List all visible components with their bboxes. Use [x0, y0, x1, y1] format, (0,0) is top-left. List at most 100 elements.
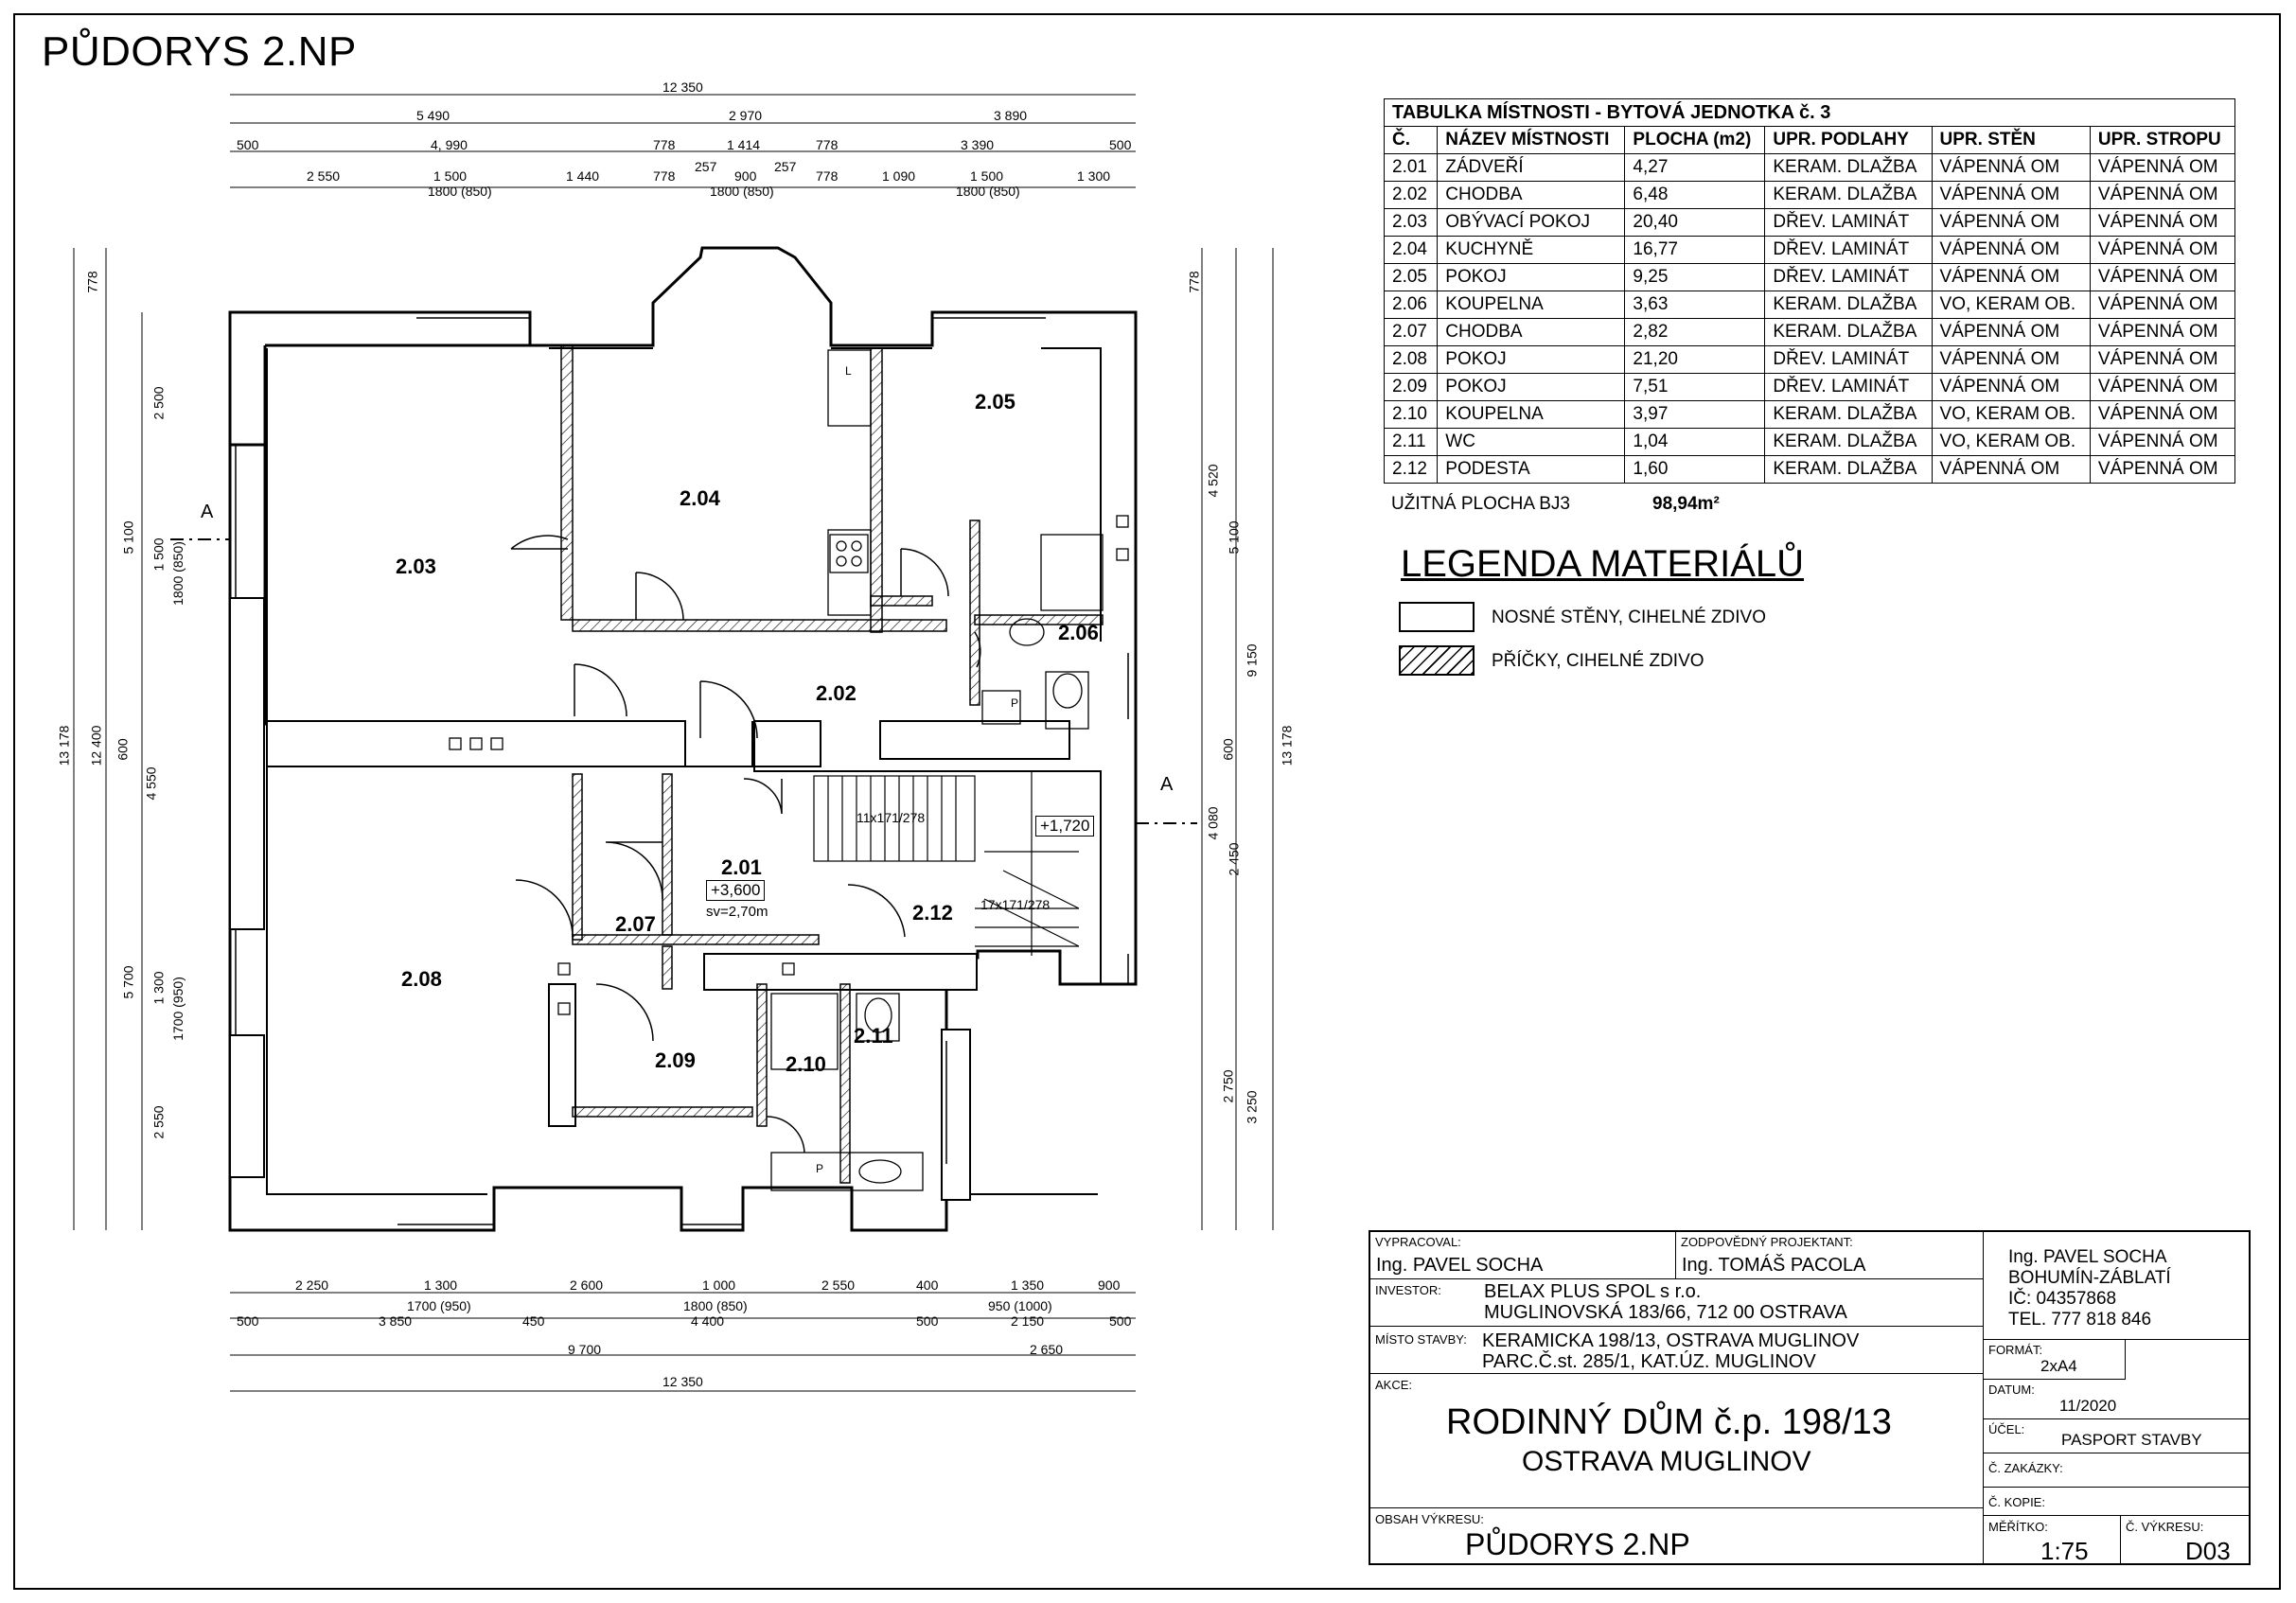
table-cell: 4,27: [1624, 153, 1766, 182]
dim-text: 1700 (950): [169, 977, 185, 1041]
responsible-cell: ZODPOVĚDNÝ PROJEKTANT: Ing. TOMÁŠ PACOLA: [1676, 1232, 1984, 1279]
stamp-line: Ing. PAVEL SOCHA: [2008, 1247, 2167, 1267]
dim-text: 400: [916, 1277, 939, 1293]
table-cell: KERAM. DLAŽBA: [1764, 181, 1933, 209]
table-cell: OBÝVACÍ POKOJ: [1437, 208, 1626, 237]
partition-walls: [560, 344, 1104, 1184]
stamp-line: TEL. 777 818 846: [2008, 1310, 2152, 1330]
table-cell: KOUPELNA: [1437, 400, 1626, 429]
table-cell: KERAM. DLAŽBA: [1764, 291, 1933, 319]
table-cell: KERAM. DLAŽBA: [1764, 455, 1933, 484]
table-cell: POKOJ: [1437, 345, 1626, 374]
table-cell: 2.11: [1383, 428, 1439, 456]
drafted-by-cell: VYPRACOVAL: Ing. PAVEL SOCHA: [1370, 1232, 1676, 1279]
table-cell: KUCHYNĚ: [1437, 236, 1626, 264]
dim-text: 12 350: [662, 1374, 703, 1389]
bidet-206: [981, 690, 1021, 725]
dim-text: 500: [1109, 1313, 1132, 1329]
dim-text: 778: [84, 271, 100, 293]
stair-label: 17x171/278: [980, 897, 1051, 912]
dim-text: 2 450: [1226, 842, 1242, 876]
dim-text: 3 390: [961, 137, 995, 152]
dim-text: 12 350: [662, 79, 703, 95]
responsible-label: ZODPOVĚDNÝ PROJEKTANT:: [1681, 1235, 1853, 1249]
dim-text: 4 080: [1205, 806, 1221, 840]
dim-text: 600: [115, 738, 131, 761]
date-value: 11/2020: [2059, 1397, 2117, 1415]
legend-item-label: PŘÍČKY, CIHELNÉ ZDIVO: [1492, 651, 1704, 671]
table-cell: VÁPENNÁ OM: [2089, 318, 2236, 346]
dim-text: 778: [653, 137, 676, 152]
room-label: 2.09: [655, 1048, 696, 1072]
dim-text: 1 000: [702, 1277, 736, 1293]
usable-area-label: UŽITNÁ PLOCHA BJ3: [1391, 494, 1570, 514]
dim-text: 12 400: [88, 725, 104, 766]
project-title: RODINNÝ DŮM č.p. 198/13: [1446, 1402, 1892, 1442]
dim-text: 1 500: [433, 168, 468, 184]
column-header: NÁZEV MÍSTNOSTI: [1437, 126, 1626, 154]
dimension-lines: [73, 94, 1274, 1392]
dim-text: 2 500: [150, 386, 167, 420]
dim-text: 1800 (850): [956, 184, 1020, 199]
shower-210: [770, 993, 839, 1070]
room-table: TABULKA MÍSTNOSTI - BYTOVÁ JEDNOTKA č. 3…: [1383, 98, 2236, 484]
table-cell: 2.08: [1383, 345, 1439, 374]
column-header: UPR. STROPU: [2089, 126, 2236, 154]
table-cell: 2,82: [1624, 318, 1766, 346]
dim-text: 1800 (850): [169, 541, 185, 606]
table-cell: 2.09: [1383, 373, 1439, 401]
table-cell: VÁPENNÁ OM: [2089, 400, 2236, 429]
fixture-letter: L: [845, 364, 852, 378]
table-cell: VÁPENNÁ OM: [1931, 373, 2091, 401]
table-cell: 2.12: [1383, 455, 1439, 484]
dim-text: 3 890: [994, 108, 1028, 123]
dim-text: 778: [1186, 271, 1202, 293]
scale-value: 1:75: [2040, 1537, 2089, 1565]
investor-label: INVESTOR:: [1375, 1283, 1441, 1297]
column-header: UPR. PODLAHY: [1764, 126, 1933, 154]
table-cell: VÁPENNÁ OM: [1931, 345, 2091, 374]
room-table-caption: TABULKA MÍSTNOSTI - BYTOVÁ JEDNOTKA č. 3: [1384, 98, 2235, 127]
dim-text: 1 350: [1011, 1277, 1045, 1293]
table-cell: 2.07: [1383, 318, 1439, 346]
table-cell: DŘEV. LAMINÁT: [1764, 345, 1933, 374]
table-cell: VÁPENNÁ OM: [2089, 181, 2236, 209]
wc-206: [1045, 671, 1089, 730]
column-header: UPR. STĚN: [1931, 126, 2091, 154]
drafted-by-label: VYPRACOVAL:: [1375, 1235, 1461, 1249]
dim-text: 2 550: [821, 1277, 856, 1293]
dim-text: 500: [1109, 137, 1132, 152]
table-cell: 2.01: [1383, 153, 1439, 182]
dim-text: 450: [522, 1313, 545, 1329]
room-label: 2.06: [1058, 621, 1099, 644]
table-cell: VÁPENNÁ OM: [2089, 263, 2236, 291]
table-cell: VÁPENNÁ OM: [1931, 208, 2091, 237]
room-height: sv=2,70m: [706, 904, 768, 920]
section-line-a: [170, 538, 1197, 824]
table-cell: VO, KERAM OB.: [1931, 291, 2091, 319]
dim-text: 257: [695, 159, 717, 174]
room-label: 2.12: [912, 901, 953, 925]
scale-label: MĚŘÍTKO:: [1988, 1520, 2048, 1534]
table-cell: VÁPENNÁ OM: [2089, 428, 2236, 456]
dim-text: 13 178: [1279, 725, 1295, 766]
purpose-label: ÚČEL:: [1988, 1422, 2025, 1436]
site-cell: MÍSTO STAVBY: KERAMICKA 198/13, OSTRAVA …: [1370, 1327, 1984, 1374]
table-cell: VO, KERAM OB.: [1931, 400, 2091, 429]
dim-text: 4 400: [691, 1313, 725, 1329]
dim-text: 778: [653, 168, 676, 184]
dim-text: 1 300: [424, 1277, 458, 1293]
room-label: 2.02: [816, 681, 857, 705]
room-label: 2.08: [401, 967, 442, 991]
table-cell: VÁPENNÁ OM: [2089, 291, 2236, 319]
table-cell: VÁPENNÁ OM: [2089, 153, 2236, 182]
dim-text: 900: [1098, 1277, 1121, 1293]
date-cell: DATUM: 11/2020: [1984, 1380, 2249, 1419]
dim-text: 4, 990: [431, 137, 468, 152]
drawing-number-cell: Č. VÝKRESU: D03: [2121, 1516, 2249, 1565]
table-cell: WC: [1437, 428, 1626, 456]
wc-211: [856, 993, 900, 1042]
